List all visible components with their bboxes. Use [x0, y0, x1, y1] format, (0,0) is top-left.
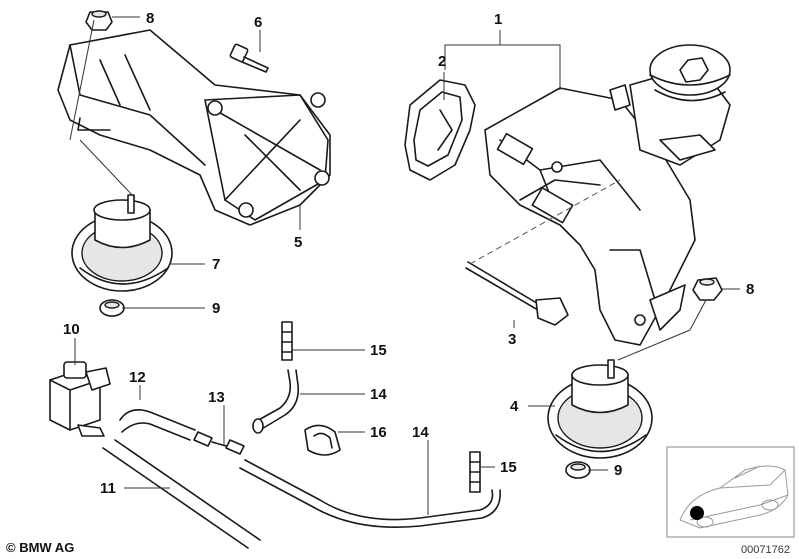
document-number: 00071762 — [741, 544, 790, 556]
callout-1: 1 — [494, 11, 502, 28]
engine-mount-part-4 — [547, 359, 653, 459]
bolt-part-6 — [229, 43, 269, 73]
callout-8-upper: 8 — [146, 10, 154, 27]
nut-part-9-right — [565, 461, 591, 479]
callout-10: 10 — [63, 321, 80, 338]
bracket-part-1 — [484, 87, 696, 346]
clip-part-16 — [304, 424, 341, 456]
callout-15-upper: 15 — [370, 342, 387, 359]
connector-part-15-upper — [281, 321, 293, 361]
hose-part-12 — [119, 409, 196, 441]
oil-filter-housing — [609, 44, 731, 166]
callout-16: 16 — [370, 424, 387, 441]
nut-part-9-left — [99, 299, 125, 317]
callout-11: 11 — [100, 480, 116, 497]
callout-14-lower: 14 — [412, 424, 429, 441]
callout-9-left: 9 — [212, 300, 220, 317]
locator-dot — [690, 506, 704, 520]
callout-9-right: 9 — [614, 462, 622, 479]
connector-part-15-lower — [469, 451, 481, 493]
hose-part-14-lower — [239, 459, 501, 528]
callout-5: 5 — [294, 234, 302, 251]
callout-2: 2 — [438, 53, 446, 70]
bolt-part-3 — [465, 179, 621, 326]
callout-labels: 1 2 3 4 5 6 7 8 8 9 9 10 11 12 13 14 14 … — [63, 10, 754, 497]
copyright-text: © BMW AG — [6, 540, 74, 555]
hose-part-11 — [102, 439, 261, 549]
callout-15-lower: 15 — [500, 459, 517, 476]
callout-4: 4 — [510, 398, 519, 415]
connector-part-13 — [193, 431, 245, 455]
callout-12: 12 — [129, 369, 146, 386]
callout-6: 6 — [254, 14, 262, 31]
hose-part-14-upper — [252, 369, 300, 434]
callout-7: 7 — [212, 256, 220, 273]
leader-lines — [69, 16, 740, 515]
engine-mount-part-7 — [71, 194, 173, 292]
nut-part-8-right — [692, 277, 723, 301]
solenoid-valve-part-10 — [49, 361, 111, 437]
callout-8-right: 8 — [746, 281, 754, 298]
gasket-part-2 — [404, 79, 476, 181]
nut-part-8-upper — [85, 10, 113, 31]
vehicle-locator-inset — [666, 446, 795, 538]
callout-13: 13 — [208, 389, 225, 406]
engine-bracket-part-5 — [57, 29, 331, 226]
callout-14-upper: 14 — [370, 386, 387, 403]
callout-3: 3 — [508, 331, 516, 348]
